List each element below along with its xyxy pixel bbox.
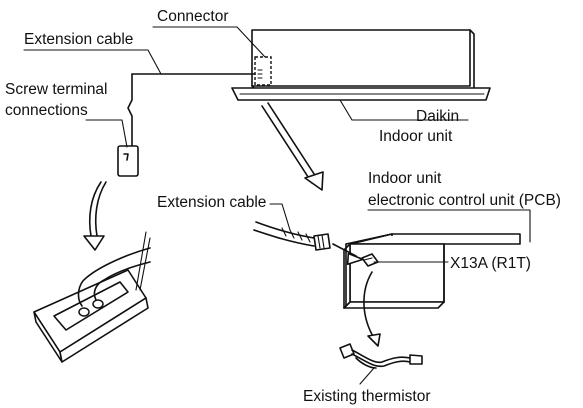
screw-terminal-small — [117, 145, 139, 177]
connector-label: Connector — [157, 8, 229, 25]
terminal-block-large — [33, 231, 151, 363]
connector-box — [254, 56, 272, 86]
arrow-unit-down — [261, 102, 324, 191]
indoor-unit — [231, 29, 491, 101]
screw-terminal-leader — [85, 119, 128, 148]
existing-thermistor-leader — [359, 367, 375, 385]
extension-cable-top — [127, 69, 263, 147]
existing-thermistor-label: Existing thermistor — [303, 388, 430, 405]
indoor-unit-label: Indoor unit — [379, 128, 453, 145]
extension-cable-top-leader — [23, 49, 162, 75]
daikin-leader — [339, 99, 469, 121]
x13a-label: X13A (R1T) — [450, 255, 531, 272]
pcb-label-line1: Indoor unit — [368, 170, 442, 187]
arrow-terminal-down — [83, 181, 107, 251]
arrow-socket-down — [363, 271, 381, 347]
extension-cable-top-label: Extension cable — [24, 31, 133, 48]
existing-thermistor — [339, 343, 423, 369]
pcb-label-line2: electronic control unit (PCB) — [368, 192, 561, 209]
connector-leader — [152, 26, 266, 58]
screw-terminal-label-line2: connections — [5, 102, 88, 119]
pcb-leader — [367, 209, 531, 243]
extension-cable-mid-leader — [269, 203, 291, 231]
x13a-socket — [361, 253, 449, 267]
screw-terminal-label-line1: Screw terminal — [5, 81, 108, 98]
arrow-plug-to-socket — [332, 243, 364, 266]
extension-cable-mid — [253, 221, 331, 251]
extension-cable-mid-label: Extension cable — [157, 194, 266, 211]
daikin-label: Daikin — [416, 108, 459, 125]
